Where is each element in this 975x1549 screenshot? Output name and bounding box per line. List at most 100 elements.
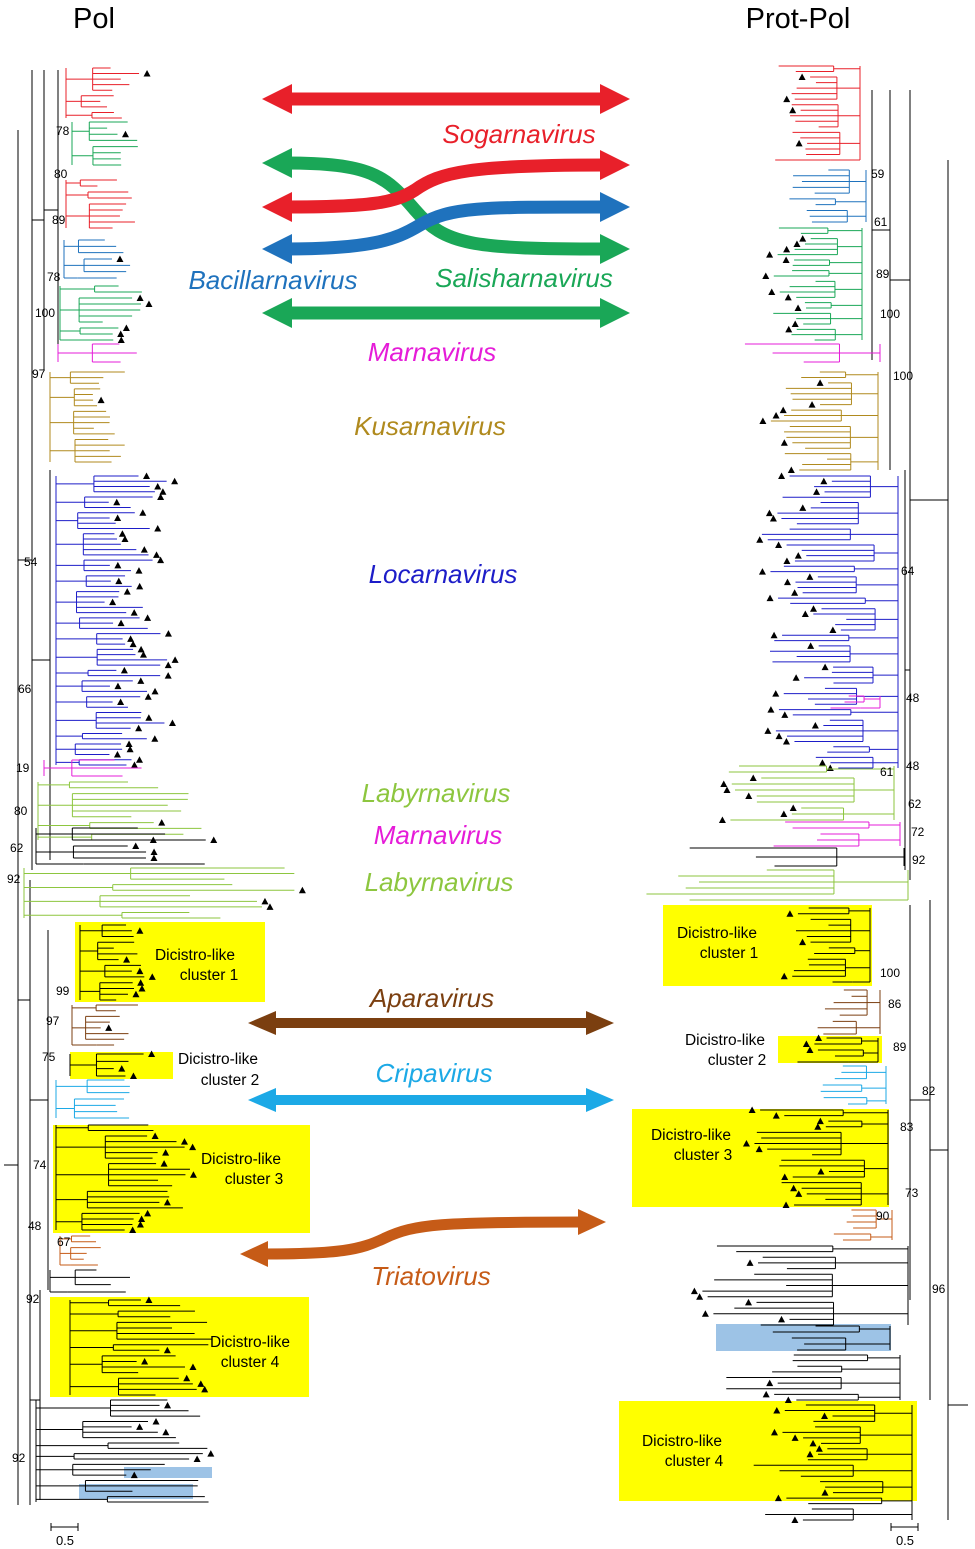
left-blue-box-2 <box>79 1484 193 1499</box>
triangle-marker-icon <box>807 642 815 649</box>
triangle-marker-icon <box>162 1428 170 1436</box>
triangle-marker-icon <box>158 819 166 826</box>
triangle-marker-icon <box>781 1173 789 1181</box>
triangle-marker-icon <box>720 780 728 787</box>
left-cluster-1-line1: Dicistro-like <box>155 947 235 964</box>
genus-kusarnavirus: Kusarnavirus <box>354 411 506 441</box>
triangle-marker-icon <box>789 804 797 811</box>
triangle-marker-icon <box>772 690 780 697</box>
right-bootstrap: 92 <box>912 853 926 867</box>
triangle-marker-icon <box>140 546 148 553</box>
triangle-marker-icon <box>785 325 793 333</box>
triangle-marker-icon <box>815 1034 823 1041</box>
left-cluster-3-line2: cluster 3 <box>225 1171 284 1188</box>
triangle-marker-icon <box>801 610 809 618</box>
triangle-marker-icon <box>745 792 753 799</box>
triangle-marker-icon <box>113 498 121 506</box>
triangle-marker-icon <box>189 1171 197 1178</box>
triangle-marker-icon <box>150 848 158 855</box>
triangle-marker-icon <box>139 509 147 516</box>
triangle-marker-icon <box>114 682 122 690</box>
triangle-marker-icon <box>129 1226 137 1233</box>
triatovirus-arrow <box>240 1209 606 1267</box>
left-cluster-3-box <box>53 1125 310 1233</box>
right-bootstrap: 73 <box>905 1186 919 1200</box>
left-cluster-2-line2: cluster 2 <box>201 1072 260 1089</box>
left-bootstrap: 54 <box>24 555 38 569</box>
triangle-marker-icon <box>791 1434 799 1441</box>
left-bootstrap: 19 <box>16 761 30 775</box>
triangle-marker-icon <box>138 1215 146 1222</box>
triangle-marker-icon <box>130 1471 138 1479</box>
triangle-marker-icon <box>118 530 126 537</box>
triangle-marker-icon <box>164 1401 172 1409</box>
right-bootstrap: 100 <box>880 307 900 321</box>
triangle-marker-icon <box>210 836 218 843</box>
triangle-marker-icon <box>157 556 165 564</box>
bacillarnavirus-cross-arrow <box>262 192 630 264</box>
triangle-marker-icon <box>136 1220 144 1228</box>
triangle-marker-icon <box>136 582 144 590</box>
triangle-marker-icon <box>143 472 151 479</box>
triangle-marker-icon <box>137 979 145 986</box>
right-tree-title: Prot-Pol <box>746 3 851 35</box>
cluster-labels: Dicistro-like cluster 1 Dicistro-like cl… <box>155 925 766 1470</box>
triangle-marker-icon <box>121 535 129 543</box>
triangle-marker-icon <box>129 1072 137 1079</box>
genus-aparavirus: Aparavirus <box>368 983 494 1013</box>
arrows <box>240 84 630 1267</box>
triangle-marker-icon <box>145 714 153 721</box>
right-cluster-2-line2: cluster 2 <box>708 1052 767 1069</box>
triangle-marker-icon <box>799 235 807 242</box>
triangle-marker-icon <box>723 786 731 793</box>
right-cluster-3-line2: cluster 3 <box>674 1147 733 1164</box>
triangle-marker-icon <box>784 1396 792 1403</box>
triangle-marker-icon <box>766 594 774 602</box>
triangle-marker-icon <box>816 379 824 386</box>
triangle-marker-icon <box>718 816 726 823</box>
right-bootstrap: 83 <box>900 1120 914 1134</box>
triangle-marker-icon <box>742 1140 750 1147</box>
triangle-marker-icon <box>151 687 159 695</box>
triangle-marker-icon <box>791 1516 799 1523</box>
genus-cripavirus: Cripavirus <box>375 1058 492 1088</box>
salisharnavirus-arrow <box>262 298 630 328</box>
right-cluster-3-box <box>632 1109 889 1207</box>
triangle-marker-icon <box>125 740 133 747</box>
triangle-marker-icon <box>145 1296 153 1303</box>
triangle-marker-icon <box>148 1050 156 1057</box>
triangle-marker-icon <box>143 70 151 77</box>
triangle-marker-icon <box>109 598 117 606</box>
triangle-marker-icon <box>139 651 147 658</box>
triangle-marker-icon <box>775 732 783 740</box>
triangle-marker-icon <box>766 1379 774 1387</box>
triangle-marker-icon <box>123 956 131 963</box>
triangle-marker-icon <box>144 693 152 700</box>
triangle-marker-icon <box>759 417 767 424</box>
triangle-marker-icon <box>811 722 819 729</box>
triangle-marker-icon <box>701 1310 709 1317</box>
triangle-marker-icon <box>193 1455 201 1463</box>
triangle-marker-icon <box>122 324 130 331</box>
triangle-marker-icon <box>132 842 140 849</box>
genus-labyrnavirus-1: Labyrnavirus <box>362 778 511 808</box>
prot-pol-tree <box>646 65 968 1523</box>
triangle-marker-icon <box>127 635 135 642</box>
triangle-marker-icon <box>114 561 122 569</box>
scale-bar-right: 0.5 <box>890 1523 919 1548</box>
left-cluster-1-line2: cluster 1 <box>180 967 239 984</box>
triangle-marker-icon <box>780 972 788 980</box>
left-bootstrap: 67 <box>57 1235 71 1249</box>
triangle-marker-icon <box>783 578 791 586</box>
right-bootstrap: 72 <box>911 825 925 839</box>
triangle-marker-icon <box>138 984 146 992</box>
right-bootstrap: 48 <box>906 691 920 705</box>
triangle-marker-icon <box>148 973 156 980</box>
triangle-marker-icon <box>794 552 802 559</box>
triangle-marker-icon <box>135 756 143 763</box>
triangle-marker-icon <box>778 1315 786 1323</box>
triangle-marker-icon <box>136 1423 144 1430</box>
triangle-marker-icon <box>114 514 122 522</box>
right-bootstrap: 61 <box>880 765 894 779</box>
scale-bar-left-label: 0.5 <box>56 1533 74 1548</box>
